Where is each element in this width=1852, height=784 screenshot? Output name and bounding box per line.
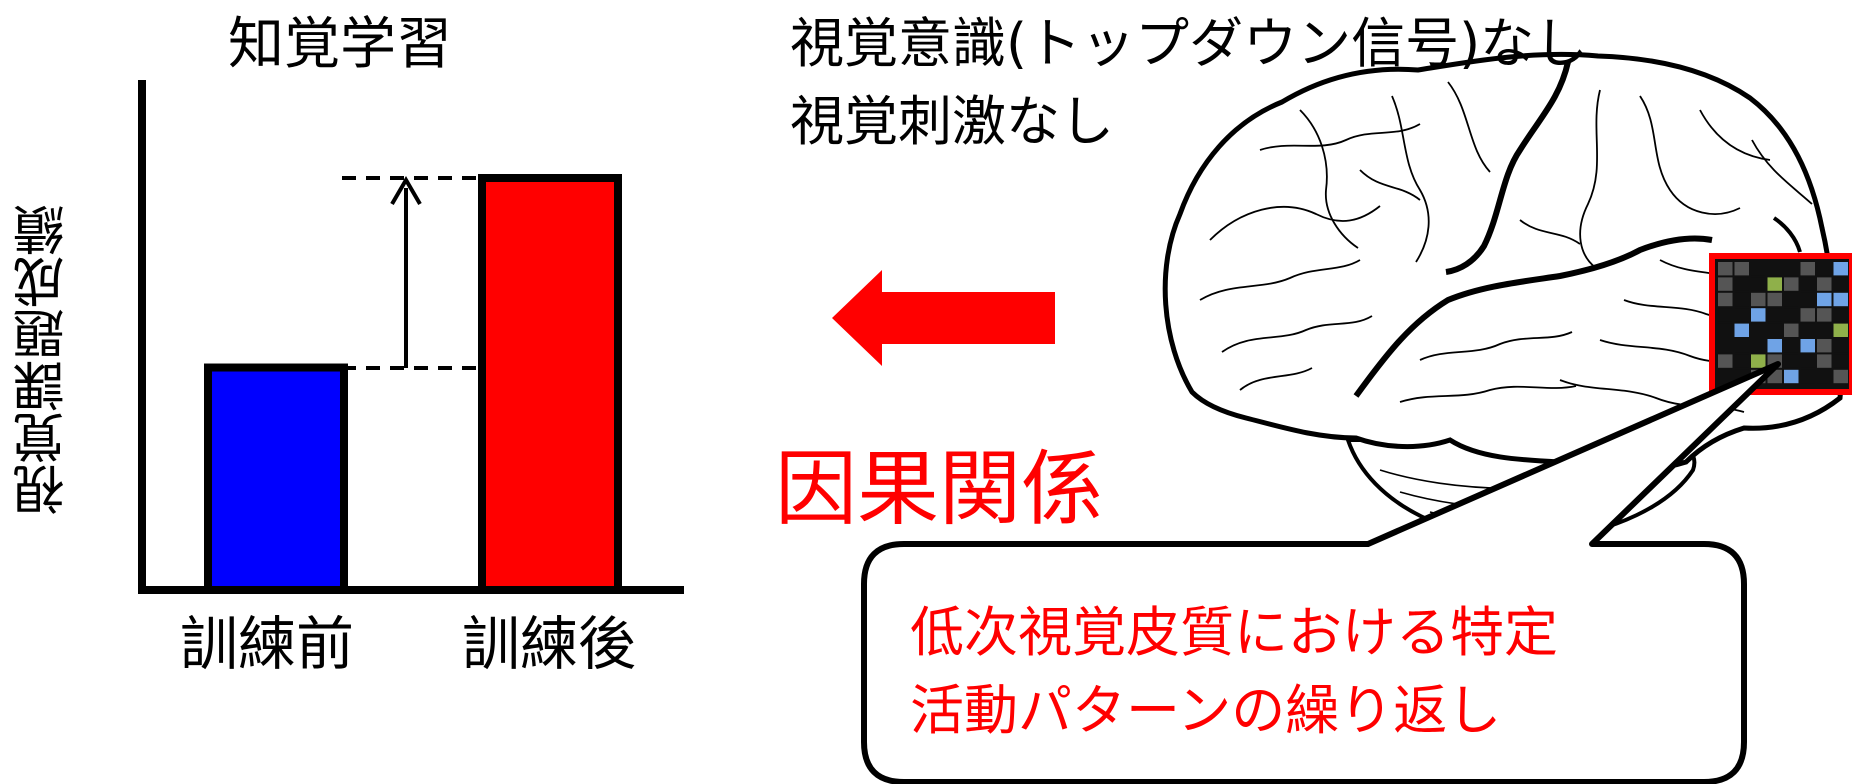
bar-chart <box>138 80 684 594</box>
grid-cell <box>1718 354 1733 368</box>
grid-cell <box>1817 339 1832 353</box>
grid-cell <box>1784 308 1799 322</box>
grid-cell <box>1833 369 1848 384</box>
grid-cell <box>1817 369 1832 384</box>
grid-cell <box>1767 339 1782 353</box>
grid-cell <box>1833 339 1848 353</box>
grid-cell <box>1734 339 1749 353</box>
grid-cell <box>1800 339 1815 353</box>
grid-cell <box>1817 277 1832 291</box>
bar-after-training <box>478 174 622 594</box>
grid-cell <box>1800 308 1815 322</box>
grid-cell <box>1833 277 1848 291</box>
grid-cell <box>1718 369 1733 384</box>
grid-cell <box>1767 292 1782 307</box>
grid-cell <box>1784 323 1799 337</box>
grid-cell <box>1833 308 1848 322</box>
grid-cell <box>1833 292 1848 307</box>
grid-cell <box>1833 354 1848 368</box>
increase-indicator <box>342 176 482 370</box>
speech-bubble <box>861 361 1781 784</box>
grid-cell <box>1767 277 1782 291</box>
grid-cell <box>1718 262 1733 276</box>
grid-cell <box>1800 323 1815 337</box>
grid-cell <box>1784 369 1799 384</box>
grid-cell <box>1800 262 1815 276</box>
grid-cell <box>1767 262 1782 276</box>
speech-bubble-text: 低次視覚皮質における特定 活動パターンの繰り返し <box>910 594 1670 750</box>
central-sulcus <box>1445 61 1571 275</box>
grid-cell <box>1784 277 1799 291</box>
grid-cell <box>1734 308 1749 322</box>
y-axis-label: 視覚課題成績 <box>14 204 74 516</box>
grid-cell <box>1767 323 1782 337</box>
grid-cell <box>1784 339 1799 353</box>
grid-cell <box>1767 308 1782 322</box>
causality-label: 因果関係 <box>775 442 1104 537</box>
left-arrow-icon <box>832 270 1055 366</box>
grid-cell <box>1734 262 1749 276</box>
grid-cell <box>1734 292 1749 307</box>
grid-cell <box>1800 369 1815 384</box>
grid-cell <box>1751 277 1766 291</box>
grid-cell <box>1718 277 1733 291</box>
grid-cell <box>1718 292 1733 307</box>
grid-cell <box>1718 323 1733 337</box>
condition-no-awareness: 視覚意識(トップダウン信号)なし <box>790 12 1589 75</box>
grid-cell <box>1718 339 1733 353</box>
bar-before-training <box>204 363 348 594</box>
x-tick-label-after: 訓練後 <box>462 610 637 678</box>
grid-cell <box>1800 354 1815 368</box>
grid-cell <box>1817 292 1832 307</box>
grid-cell <box>1833 262 1848 276</box>
grid-cell <box>1751 308 1766 322</box>
grid-cell <box>1784 292 1799 307</box>
grid-cell <box>1751 262 1766 276</box>
increase-arrow-head-icon <box>390 176 422 206</box>
grid-cell <box>1800 277 1815 291</box>
grid-cell <box>1751 354 1766 368</box>
grid-cells <box>1718 262 1848 384</box>
chart-title: 知覚学習 <box>228 12 452 77</box>
grid-cell <box>1734 323 1749 337</box>
grid-cell <box>1817 323 1832 337</box>
grid-cell <box>1833 323 1848 337</box>
grid-cell <box>1784 354 1799 368</box>
grid-cell <box>1751 339 1766 353</box>
grid-cell <box>1817 262 1832 276</box>
condition-no-stimulus: 視覚刺激なし <box>790 90 1114 153</box>
grid-cell <box>1817 354 1832 368</box>
x-tick-label-before: 訓練前 <box>180 610 355 678</box>
grid-cell <box>1718 308 1733 322</box>
grid-cell <box>1784 262 1799 276</box>
grid-cell <box>1734 354 1749 368</box>
grid-cell <box>1751 323 1766 337</box>
bars-group <box>204 174 622 594</box>
grid-cell <box>1751 292 1766 307</box>
grid-cell <box>1817 308 1832 322</box>
grid-cell <box>1800 292 1815 307</box>
grid-cell <box>1734 277 1749 291</box>
speech-bubble-line-1: 低次視覚皮質における特定 <box>910 601 1558 664</box>
speech-bubble-line-2: 活動パターンの繰り返し <box>910 679 1502 742</box>
activity-pattern-grid <box>1709 253 1852 395</box>
lateral-sulcus <box>1353 235 1713 398</box>
speech-bubble-shape <box>861 361 1781 784</box>
